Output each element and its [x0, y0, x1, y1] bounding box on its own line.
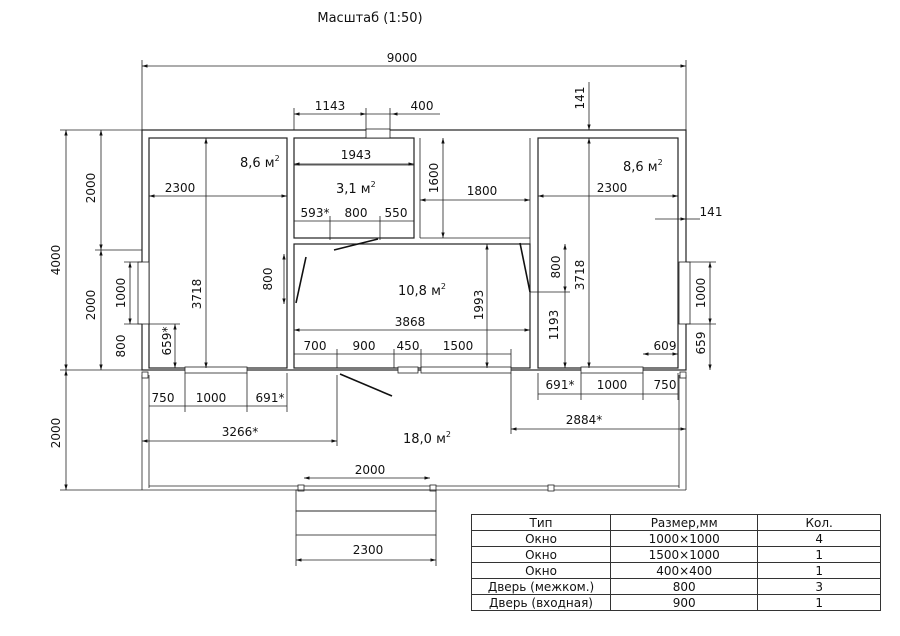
dim-400: 400	[411, 99, 434, 113]
col-header-type: Тип	[470, 514, 612, 531]
dim-800-door-left: 800	[261, 268, 275, 291]
openings-spec-table: Тип Размер,мм Кол. Окно 1000×1000 4 Окно…	[470, 514, 881, 611]
cell-type: Дверь (входная)	[470, 594, 612, 611]
dimension-lines	[60, 60, 716, 566]
cell-type: Окно	[470, 546, 612, 563]
dim-3718-right: 3718	[573, 260, 587, 291]
dim-800-door-right: 800	[549, 256, 563, 279]
dim-1000-bottom-right: 1000	[597, 378, 628, 392]
area-bathroom: 3,1 м2	[336, 180, 376, 197]
dim-1500: 1500	[443, 339, 474, 353]
dim-3868: 3868	[395, 315, 426, 329]
dim-1000-window-left: 1000	[114, 278, 128, 309]
dim-750-left: 750	[152, 391, 175, 405]
dim-1000-window-right: 1000	[694, 278, 708, 309]
cell-size: 1000×1000	[610, 530, 759, 547]
building-walls	[141, 129, 687, 536]
cell-qty: 1	[757, 594, 881, 611]
cell-qty: 4	[757, 530, 881, 547]
cell-size: 400×400	[610, 562, 759, 579]
dim-2300-right: 2300	[597, 181, 628, 195]
dim-141-right: 141	[700, 205, 723, 219]
cell-qty: 1	[757, 562, 881, 579]
col-header-qty: Кол.	[757, 514, 881, 531]
area-hall: 10,8 м2	[398, 282, 446, 299]
table-header-row: Тип Размер,мм Кол.	[470, 514, 881, 531]
dim-900: 900	[353, 339, 376, 353]
windows	[137, 128, 691, 374]
table-row: Дверь (входная) 900 1	[470, 594, 881, 611]
cell-type: Окно	[470, 530, 612, 547]
dim-550: 550	[385, 206, 408, 220]
cell-size: 1500×1000	[610, 546, 759, 563]
dim-609: 609	[654, 339, 677, 353]
dim-2000-porch: 2000	[355, 463, 386, 477]
dim-2000-mid: 2000	[84, 290, 98, 321]
dim-659-right: 659	[694, 332, 708, 355]
dim-2000-top: 2000	[84, 173, 98, 204]
dim-593: 593*	[301, 206, 330, 220]
table-row: Дверь (межком.) 800 3	[470, 578, 881, 595]
dim-2300-step: 2300	[353, 543, 384, 557]
area-left-room: 8,6 м2	[240, 154, 280, 171]
cell-type: Окно	[470, 562, 612, 579]
table-row: Окно 400×400 1	[470, 562, 881, 579]
dim-4000: 4000	[49, 245, 63, 276]
dimension-labels: 9000 1143 400 141 1943 1600 1800 2300 23…	[49, 51, 722, 557]
dim-1943: 1943	[341, 148, 372, 162]
col-header-size: Размер,мм	[610, 514, 759, 531]
dim-total-width: 9000	[387, 51, 418, 65]
cell-qty: 1	[757, 546, 881, 563]
dim-1143: 1143	[315, 99, 346, 113]
doors	[295, 238, 531, 397]
dim-2884: 2884*	[566, 413, 603, 427]
area-right-room: 8,6 м2	[623, 158, 663, 175]
dim-700: 700	[304, 339, 327, 353]
cell-size: 900	[610, 594, 759, 611]
dim-450: 450	[397, 339, 420, 353]
dim-691-left: 691*	[256, 391, 285, 405]
dim-2000-terrace: 2000	[49, 418, 63, 449]
dim-1600: 1600	[427, 163, 441, 194]
dim-141-top: 141	[573, 87, 587, 110]
dim-659-left: 659*	[160, 327, 174, 356]
dim-1993: 1993	[472, 290, 486, 321]
scale-title: Масштаб (1:50)	[317, 11, 422, 26]
room-areas: 8,6 м2 8,6 м2 3,1 м2 10,8 м2 18,0 м2	[240, 154, 663, 447]
table-row: Окно 1500×1000 1	[470, 546, 881, 563]
dim-800-mid: 800	[345, 206, 368, 220]
area-terrace: 18,0 м2	[403, 430, 451, 447]
dim-3718-left: 3718	[190, 279, 204, 310]
dim-1193: 1193	[547, 310, 561, 341]
dim-2300-left: 2300	[165, 181, 196, 195]
cell-qty: 3	[757, 578, 881, 595]
dim-3266: 3266*	[222, 425, 259, 439]
dim-1800: 1800	[467, 184, 498, 198]
cell-type: Дверь (межком.)	[470, 578, 612, 595]
dim-800-left: 800	[114, 335, 128, 358]
dim-750-right: 750	[654, 378, 677, 392]
dim-691-right: 691*	[546, 378, 575, 392]
dim-1000-bottom-left: 1000	[196, 391, 227, 405]
table-row: Окно 1000×1000 4	[470, 530, 881, 547]
cell-size: 800	[610, 578, 759, 595]
